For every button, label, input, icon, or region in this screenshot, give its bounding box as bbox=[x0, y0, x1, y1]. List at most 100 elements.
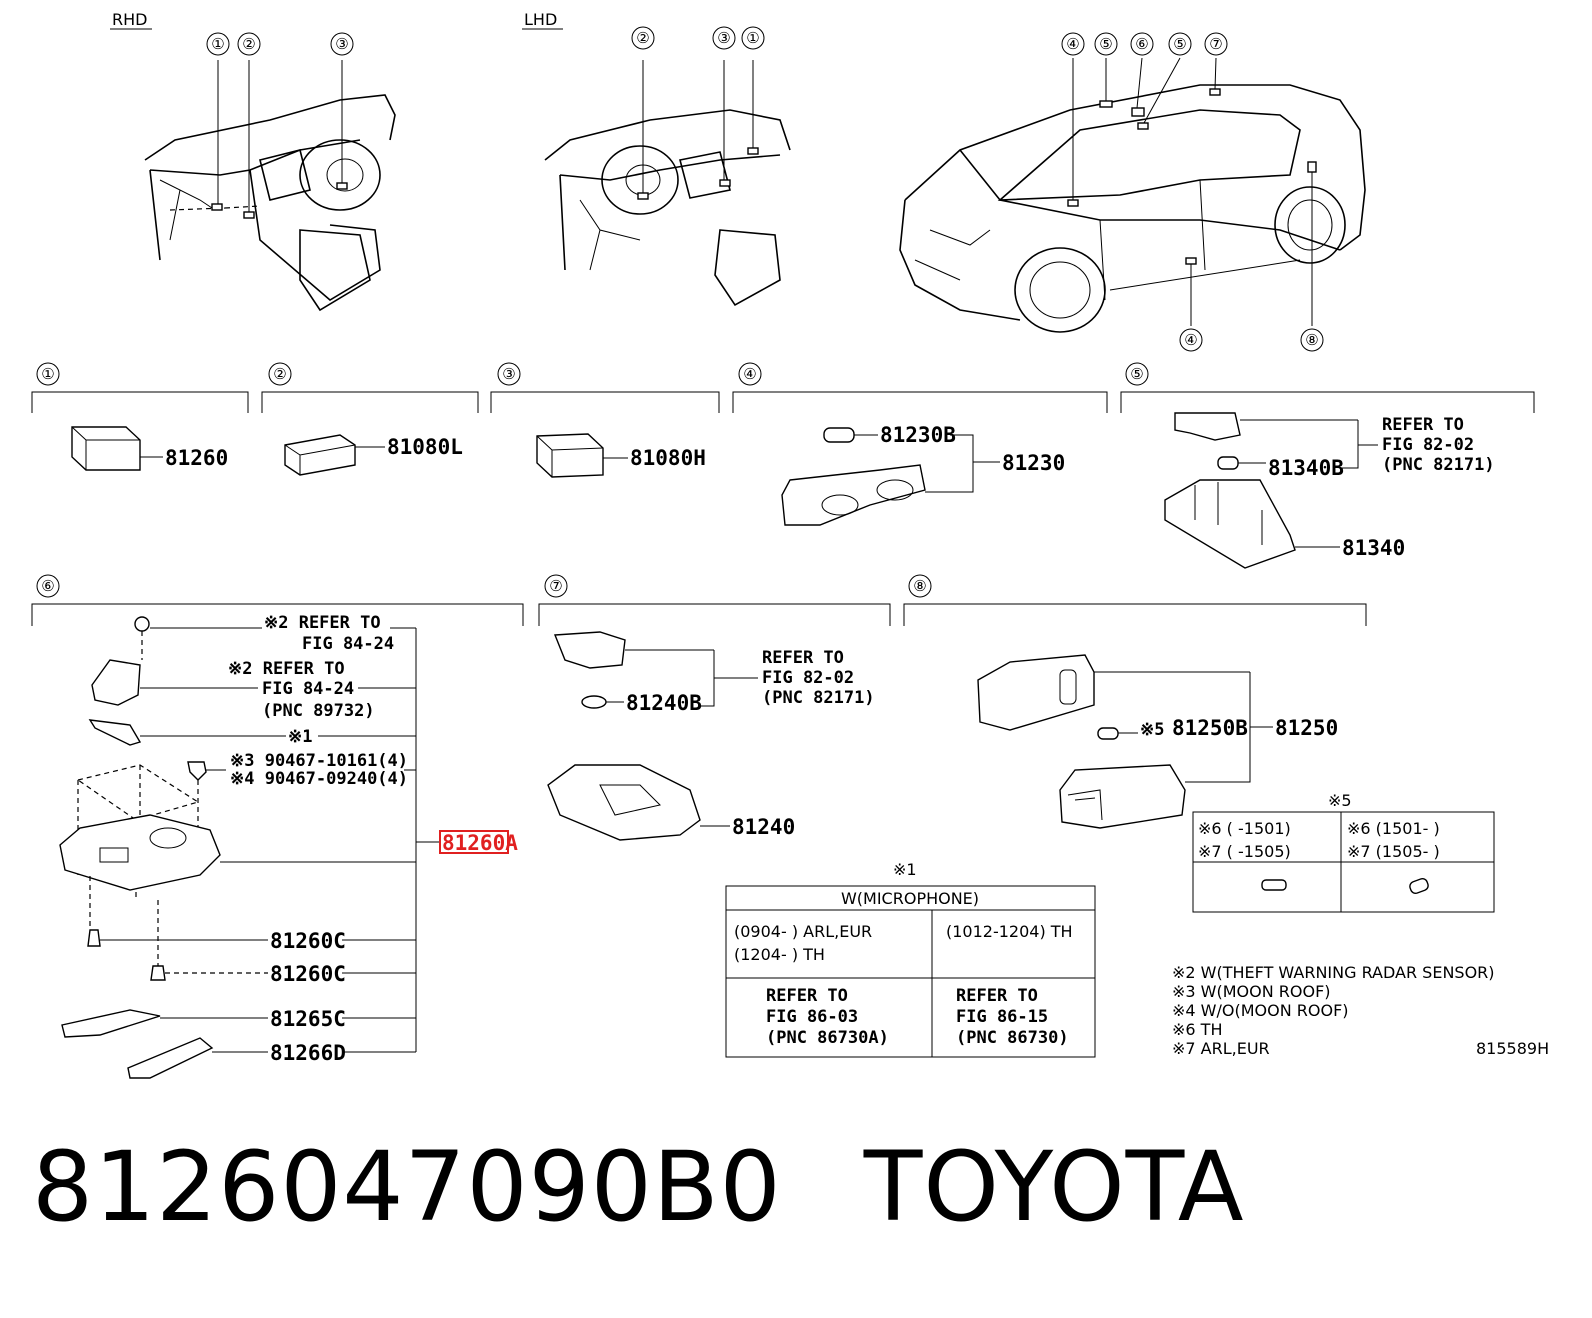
lhd-dashboard-illustration: LHD ② ③ ① bbox=[522, 10, 791, 307]
section-4: ④ 81230B 81230 bbox=[732, 362, 1108, 526]
bulb-icon-festoon bbox=[1409, 877, 1429, 895]
svg-text:②: ② bbox=[242, 35, 255, 53]
svg-text:⑤: ⑤ bbox=[1099, 35, 1112, 53]
svg-text:④: ④ bbox=[1066, 35, 1079, 53]
sec6-screw-2: ※4 90467-09240(4) bbox=[230, 769, 408, 789]
legend-item: ※4 W/O(MOON ROOF) bbox=[1172, 1001, 1349, 1020]
part-label-81340b: 81340B bbox=[1268, 456, 1344, 480]
lhd-label: LHD bbox=[524, 10, 557, 29]
part-label-81250: 81250 bbox=[1275, 716, 1338, 740]
svg-text:①: ① bbox=[746, 29, 759, 47]
legend-item: ※6 TH bbox=[1172, 1020, 1222, 1039]
section-3: ③ 81080H bbox=[490, 362, 720, 478]
svg-text:⑧: ⑧ bbox=[1305, 331, 1318, 349]
sec6-refer-2b: FIG 84-24 bbox=[262, 679, 354, 699]
rhd-label: RHD bbox=[112, 10, 147, 29]
rhd-callouts: ① ② ③ bbox=[206, 32, 354, 56]
table1-lc: (PNC 86730A) bbox=[766, 1028, 889, 1048]
table1-r1: (1012-1204) TH bbox=[946, 922, 1073, 941]
svg-text:④: ④ bbox=[743, 365, 756, 383]
part-label-81080l: 81080L bbox=[387, 435, 463, 459]
svg-text:③: ③ bbox=[502, 365, 515, 383]
table1-ra: REFER TO bbox=[956, 986, 1038, 1006]
vehicle-illustration: ④ ⑤ ⑥ ⑤ ⑦ ④ ⑧ bbox=[899, 32, 1366, 352]
table5-r1c1: ※6 ( -1501) bbox=[1198, 819, 1291, 838]
table-note-5: ※5 ※6 ( -1501) ※6 (1501- ) ※7 ( -1505) ※… bbox=[1192, 791, 1495, 913]
part-number: 8126047090B0 bbox=[32, 1131, 782, 1243]
svg-text:④: ④ bbox=[1184, 331, 1197, 349]
lhd-callouts: ② ③ ① bbox=[631, 26, 765, 50]
legend-item: ※7 ARL,EUR bbox=[1172, 1039, 1270, 1058]
bulb-icon-wedge bbox=[1261, 879, 1287, 891]
svg-text:③: ③ bbox=[335, 35, 348, 53]
figure-code: 815589H bbox=[1476, 1039, 1549, 1058]
svg-text:①: ① bbox=[211, 35, 224, 53]
part-label-81266d: 81266D bbox=[270, 1041, 346, 1065]
section-7: ⑦ REFER TO FIG 82-02 (PNC 82171) 81240B … bbox=[538, 574, 891, 841]
part-label-81080h: 81080H bbox=[630, 446, 706, 470]
svg-text:⑥: ⑥ bbox=[41, 577, 54, 595]
legend-item: ※2 W(THEFT WARNING RADAR SENSOR) bbox=[1172, 963, 1495, 982]
part-label-81250b: 81250B bbox=[1172, 716, 1248, 740]
sec6-note-1: ※1 bbox=[288, 727, 312, 747]
legend-item: ※3 W(MOON ROOF) bbox=[1172, 982, 1331, 1001]
sec7-refer-3: (PNC 82171) bbox=[762, 688, 875, 708]
table1-l2: (1204- ) TH bbox=[734, 945, 825, 964]
part-label-81265c: 81265C bbox=[270, 1007, 346, 1031]
table1-rc: (PNC 86730) bbox=[956, 1028, 1069, 1048]
table1-la: REFER TO bbox=[766, 986, 848, 1006]
table5-r2c2: ※7 (1505- ) bbox=[1347, 842, 1440, 861]
section-2: ② 81080L bbox=[261, 362, 479, 476]
svg-text:①: ① bbox=[41, 365, 54, 383]
svg-text:②: ② bbox=[273, 365, 286, 383]
brand-name: TOYOTA bbox=[863, 1131, 1245, 1243]
part-label-81240: 81240 bbox=[732, 815, 795, 839]
svg-text:②: ② bbox=[636, 29, 649, 47]
table1-title: ※1 bbox=[893, 860, 917, 879]
table1-rb: FIG 86-15 bbox=[956, 1007, 1048, 1027]
sec6-screw-1: ※3 90467-10161(4) bbox=[230, 751, 408, 771]
part-label-81230b: 81230B bbox=[880, 423, 956, 447]
part-label-81260c-1: 81260C bbox=[270, 929, 346, 953]
part-label-81260: 81260 bbox=[165, 446, 228, 470]
part-label-81340: 81340 bbox=[1342, 536, 1405, 560]
part-label-81240b: 81240B bbox=[626, 691, 702, 715]
svg-text:⑤: ⑤ bbox=[1173, 35, 1186, 53]
section-6: ⑥ ※2 REFER TO FIG 84-24 ※2 REFER TO FIG … bbox=[31, 574, 524, 1079]
sec5-refer-2: FIG 82-02 bbox=[1382, 435, 1474, 455]
part-label-81260c-2: 81260C bbox=[270, 962, 346, 986]
table5-r2c1: ※7 ( -1505) bbox=[1198, 842, 1291, 861]
svg-text:③: ③ bbox=[717, 29, 730, 47]
footer-title: 8126047090B0 TOYOTA bbox=[32, 1132, 1326, 1242]
highlight-box bbox=[439, 830, 509, 854]
svg-text:⑥: ⑥ bbox=[1135, 35, 1148, 53]
table1-l1: (0904- ) ARL,EUR bbox=[734, 922, 872, 941]
svg-text:⑦: ⑦ bbox=[1209, 35, 1222, 53]
table5-r1c2: ※6 (1501- ) bbox=[1347, 819, 1440, 838]
section-1: ① 81260 bbox=[31, 362, 249, 471]
section-8: ⑧ ※5 81250B 81250 bbox=[903, 574, 1367, 829]
sec6-refer-2a: ※2 REFER TO bbox=[228, 659, 345, 679]
part-label-81230: 81230 bbox=[1002, 451, 1065, 475]
table1-lb: FIG 86-03 bbox=[766, 1007, 858, 1027]
table-note-1: ※1 W(MICROPHONE) (0904- ) ARL,EUR (1204-… bbox=[725, 860, 1096, 1058]
rhd-dashboard-illustration: RHD ① ② ③ bbox=[110, 10, 396, 312]
svg-text:⑤: ⑤ bbox=[1130, 365, 1143, 383]
sec7-refer-2: FIG 82-02 bbox=[762, 668, 854, 688]
sec6-refer-2c: (PNC 89732) bbox=[262, 701, 375, 721]
legend: ※2 W(THEFT WARNING RADAR SENSOR) ※3 W(MO… bbox=[1172, 963, 1549, 1058]
sec8-note: ※5 bbox=[1140, 720, 1164, 740]
sec6-refer-1b: FIG 84-24 bbox=[302, 634, 394, 654]
table5-title: ※5 bbox=[1328, 791, 1352, 810]
svg-text:⑦: ⑦ bbox=[549, 577, 562, 595]
sec5-refer-3: (PNC 82171) bbox=[1382, 455, 1495, 475]
part-label-81260a[interactable]: 81260A bbox=[442, 831, 518, 855]
sec7-refer-1: REFER TO bbox=[762, 648, 844, 668]
table1-header: W(MICROPHONE) bbox=[841, 889, 979, 908]
section-5: ⑤ REFER TO FIG 82-02 (PNC 82171) 81340B … bbox=[1120, 362, 1535, 569]
sec6-refer-1a: ※2 REFER TO bbox=[264, 613, 381, 633]
vehicle-callouts: ④ ⑤ ⑥ ⑤ ⑦ ④ ⑧ bbox=[1061, 32, 1324, 352]
svg-text:⑧: ⑧ bbox=[913, 577, 926, 595]
sec5-refer-1: REFER TO bbox=[1382, 415, 1464, 435]
